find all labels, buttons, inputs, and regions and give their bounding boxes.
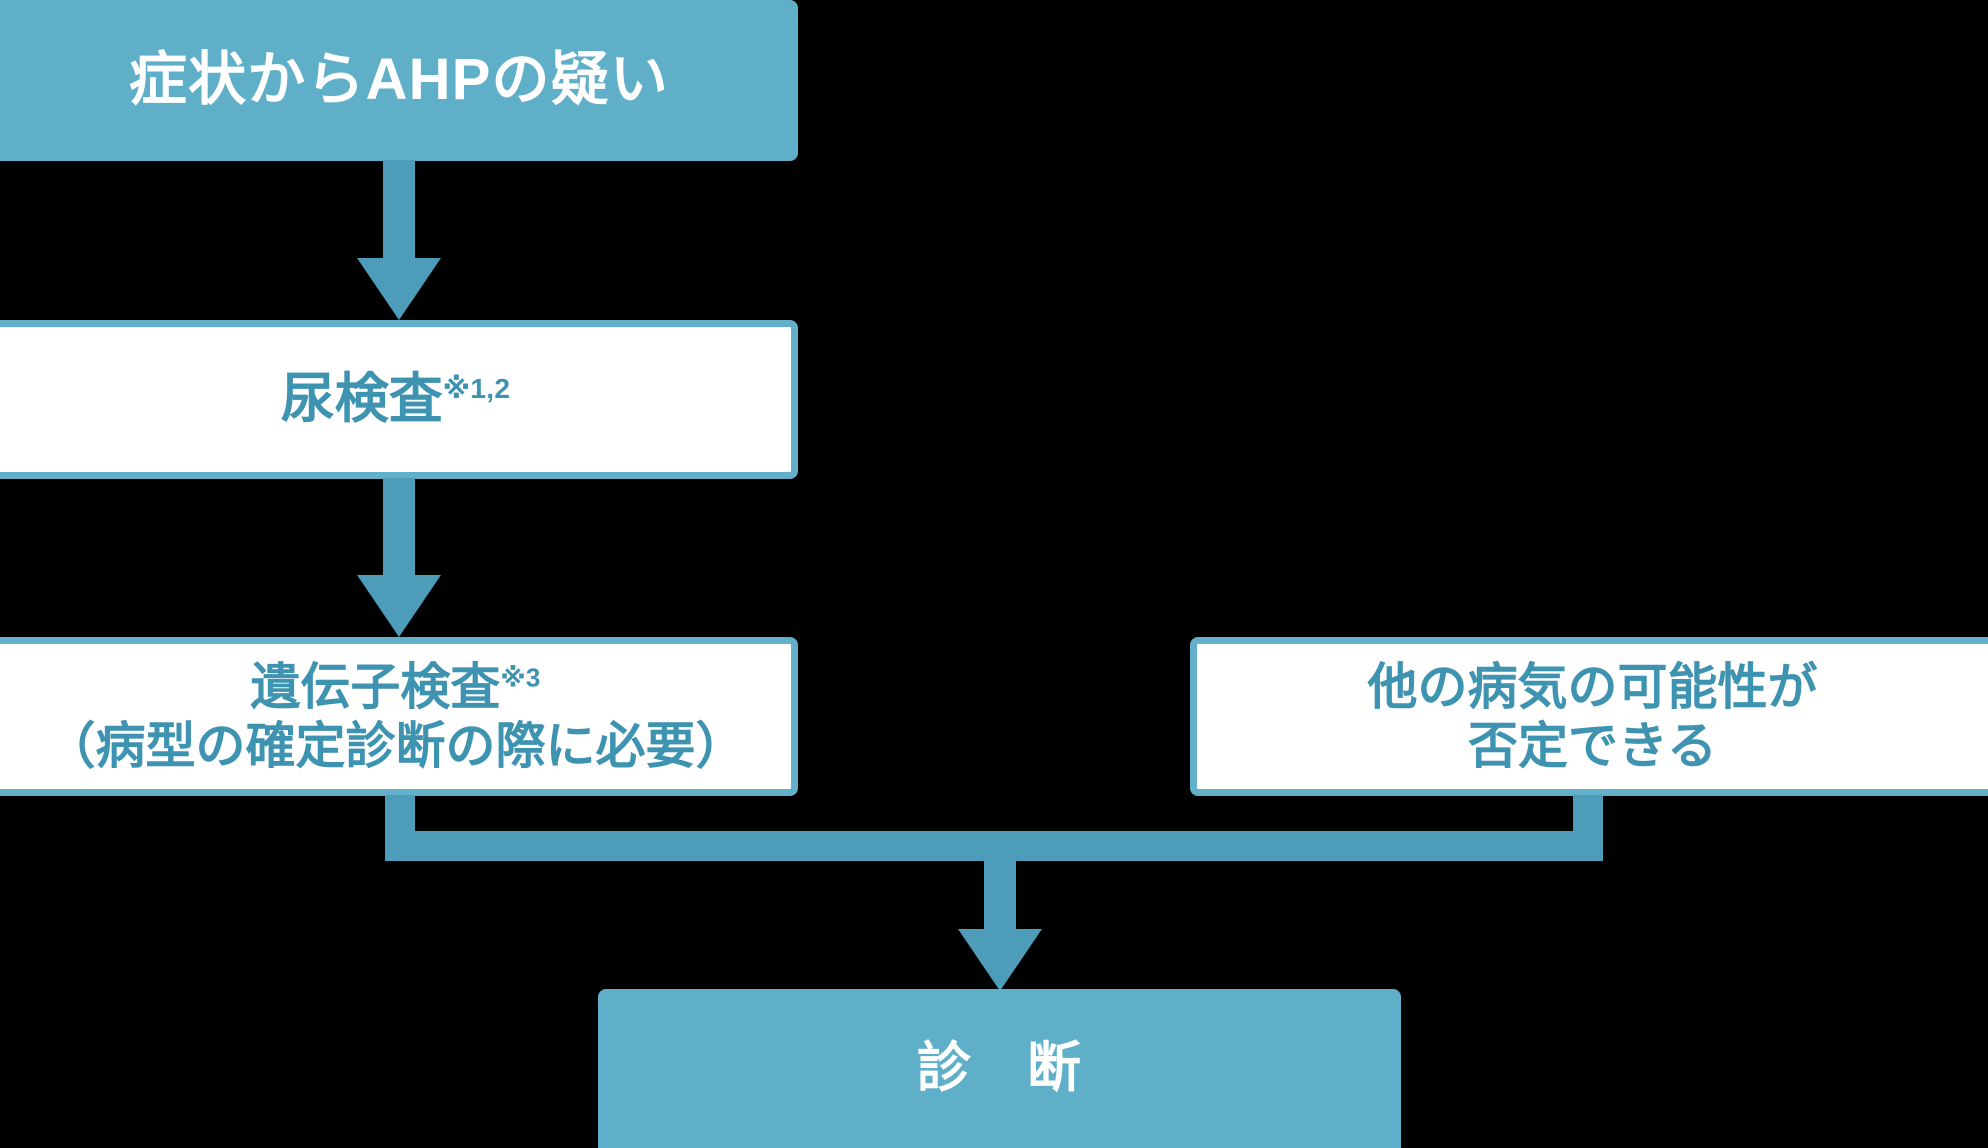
node-symptom-suspect-ahp: 症状からAHPの疑い bbox=[0, 0, 798, 161]
connector-merge-to-diagnosis-stem bbox=[984, 855, 1016, 937]
node-other-disease-excluded-label: 他の病気の可能性が 否定できる bbox=[1367, 658, 1818, 774]
connector-suspect-to-urine-stem bbox=[383, 160, 415, 266]
node-urine-test-label: 尿検査 bbox=[280, 368, 443, 429]
connector-urine-to-genetic-arrowhead bbox=[357, 575, 441, 637]
node-urine-test: 尿検査※1,2 bbox=[0, 320, 798, 479]
node-symptom-suspect-ahp-label: 症状からAHPの疑い bbox=[128, 47, 670, 113]
node-genetic-test: 遺伝子検査※3 （病型の確定診断の際に必要） bbox=[0, 637, 798, 796]
node-urine-test-line: 尿検査※1,2 bbox=[0, 368, 791, 432]
node-diagnosis-label: 診 断 bbox=[916, 1037, 1083, 1098]
connector-merge-to-diagnosis-arrowhead bbox=[958, 929, 1042, 991]
node-genetic-test-lines: 遺伝子検査※3 （病型の確定診断の際に必要） bbox=[0, 658, 791, 776]
node-urine-test-footnote: ※1,2 bbox=[442, 372, 511, 404]
node-other-disease-excluded: 他の病気の可能性が 否定できる bbox=[1190, 637, 1988, 796]
node-genetic-test-footnote: ※3 bbox=[500, 661, 541, 692]
node-genetic-test-label: 遺伝子検査 bbox=[250, 658, 501, 715]
connector-urine-to-genetic-stem bbox=[383, 478, 415, 583]
connector-suspect-to-urine-arrowhead bbox=[357, 258, 441, 320]
node-genetic-test-sublabel: （病型の確定診断の際に必要） bbox=[45, 717, 746, 774]
node-diagnosis: 診 断 bbox=[598, 989, 1401, 1148]
